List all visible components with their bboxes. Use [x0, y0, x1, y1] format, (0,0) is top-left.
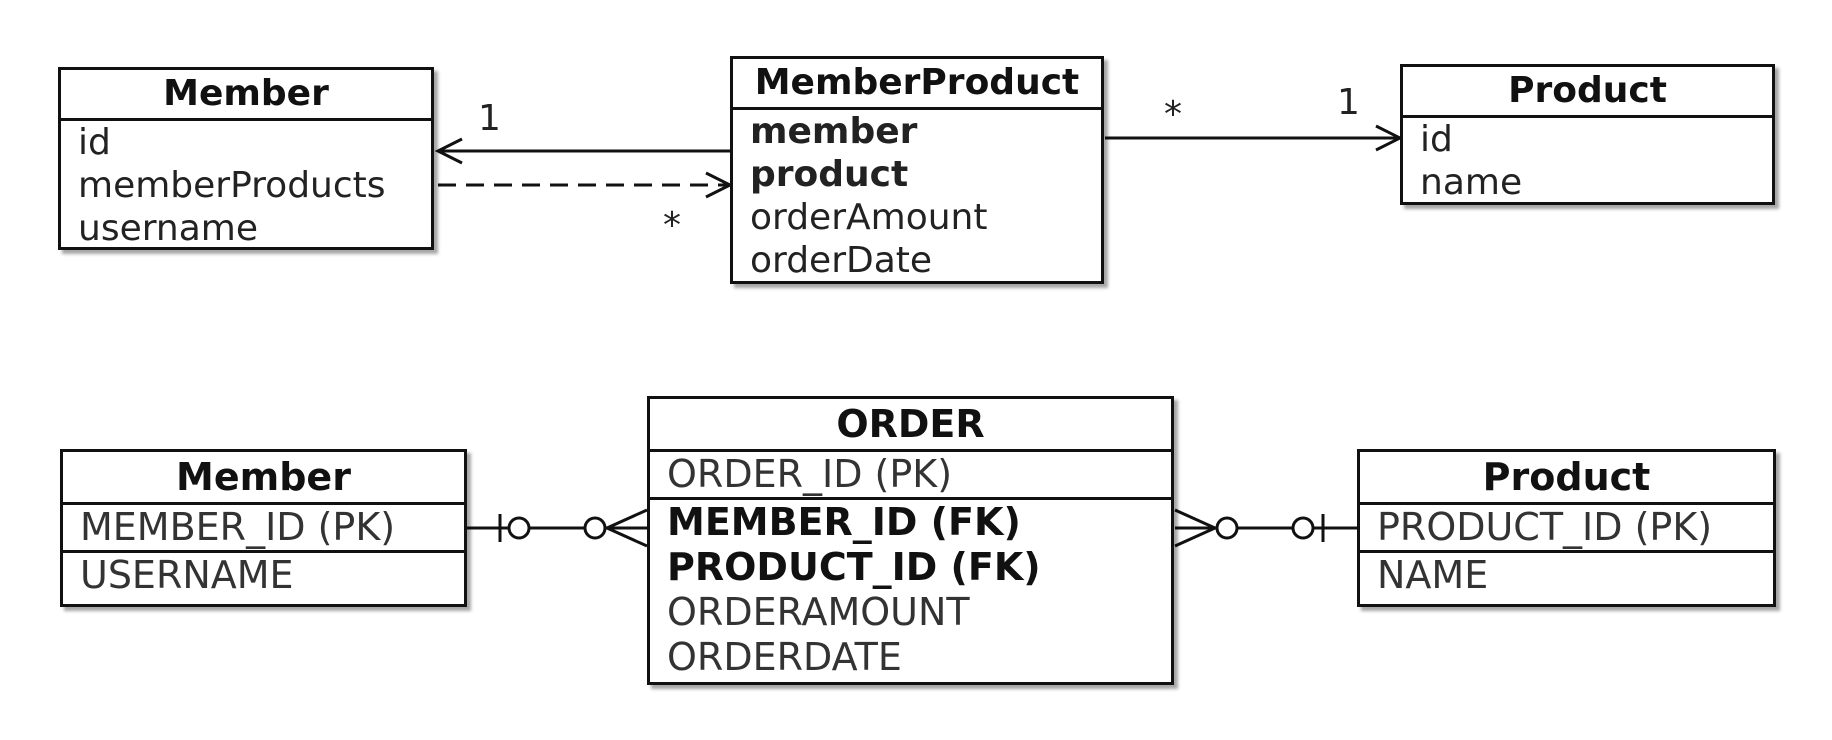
cardinality-zero-order-left: [583, 516, 607, 540]
table-title: ORDER: [650, 399, 1171, 452]
multiplicity-product-one: 1: [1337, 82, 1360, 123]
crowfoot-order-right: [1174, 508, 1219, 548]
multiplicity-member-product-many: *: [1164, 94, 1182, 135]
table-title: Member: [63, 452, 464, 505]
table-columns-section: NAME: [1360, 553, 1773, 598]
class-field: id: [1420, 119, 1453, 160]
table-column: ORDERAMOUNT: [667, 590, 970, 634]
cardinality-zero-member: [507, 516, 531, 540]
class-member-product: MemberProduct member product orderAmount…: [730, 56, 1104, 284]
class-field: id: [78, 122, 111, 163]
table-product: Product PRODUCT_ID (PK) NAME: [1357, 449, 1776, 607]
table-pk-section: PRODUCT_ID (PK): [1360, 505, 1773, 553]
table-pk-section: ORDER_ID (PK): [650, 452, 1171, 500]
table-order: ORDER ORDER_ID (PK) MEMBER_ID (FK) PRODU…: [647, 396, 1174, 685]
multiplicity-member-products-many: *: [663, 205, 681, 246]
class-field: orderDate: [750, 240, 933, 281]
table-columns-section: USERNAME: [63, 553, 464, 598]
class-field: username: [78, 208, 258, 249]
table-title: Product: [1360, 452, 1773, 505]
table-column: NAME: [1377, 553, 1489, 597]
table-column-pk: MEMBER_ID (PK): [80, 505, 396, 549]
cardinality-zero-order-right: [1215, 516, 1239, 540]
class-field: orderAmount: [750, 197, 988, 238]
class-product: Product id name: [1400, 64, 1775, 205]
class-title: MemberProduct: [733, 59, 1101, 110]
table-column-fk: PRODUCT_ID (FK): [667, 545, 1041, 589]
class-field-key: member: [750, 111, 918, 152]
class-title: Product: [1403, 67, 1772, 118]
table-column: ORDERDATE: [667, 635, 902, 679]
crowfoot-order-left: [603, 508, 648, 548]
table-column-pk: ORDER_ID (PK): [667, 452, 953, 496]
table-member: Member MEMBER_ID (PK) USERNAME: [60, 449, 467, 607]
table-column-fk: MEMBER_ID (FK): [667, 500, 1021, 544]
class-member: Member id memberProducts username: [58, 67, 434, 250]
table-pk-section: MEMBER_ID (PK): [63, 505, 464, 553]
table-column: USERNAME: [80, 553, 294, 597]
cardinality-zero-product: [1291, 516, 1315, 540]
class-field: name: [1420, 162, 1523, 203]
multiplicity-member-one: 1: [478, 98, 501, 139]
class-field: memberProducts: [78, 165, 386, 206]
table-column-pk: PRODUCT_ID (PK): [1377, 505, 1713, 549]
class-title: Member: [61, 70, 431, 121]
arrowhead-member: [434, 137, 463, 165]
class-field-key: product: [750, 154, 909, 195]
table-columns-section: MEMBER_ID (FK) PRODUCT_ID (FK) ORDERAMOU…: [650, 500, 1171, 680]
